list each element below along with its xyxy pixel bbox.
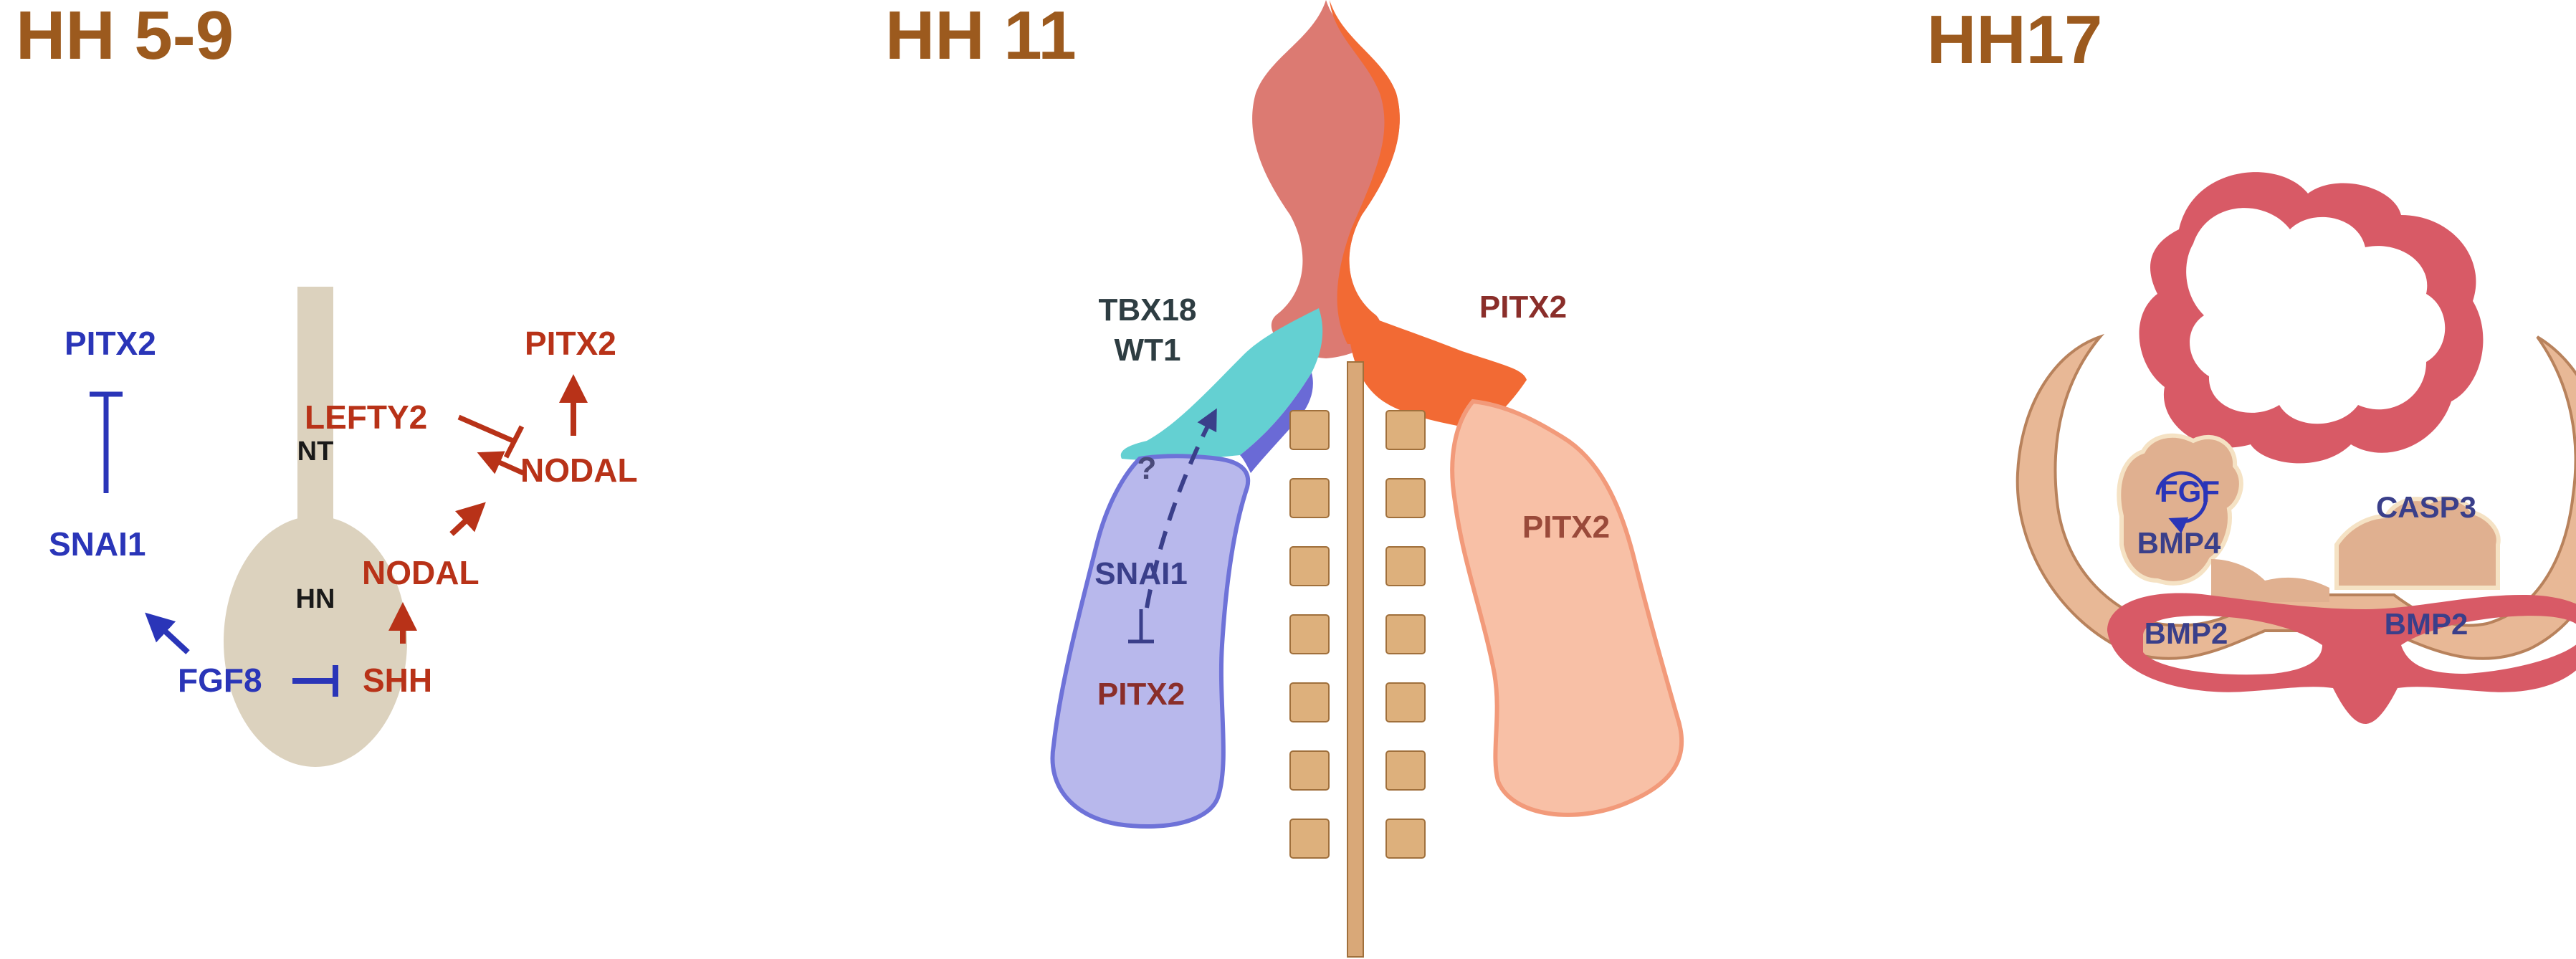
somite (1289, 410, 1330, 450)
fgf8-snai1-arrow (145, 612, 190, 654)
somite (1289, 546, 1330, 586)
body-wall (2016, 333, 2576, 660)
nodal-nodal-arrow (449, 502, 486, 536)
endoderm-ring (2107, 593, 2576, 724)
right-lateral-plate (1450, 399, 1684, 817)
bmp2-left-label: BMP2 (2145, 616, 2228, 650)
mesenchyme-bridge (2211, 559, 2329, 602)
somite-pairs (1289, 410, 1426, 859)
question-mark: ? (1137, 451, 1157, 486)
bmp4-label: BMP4 (2137, 526, 2221, 560)
tbx18-label: TBX18 (1099, 292, 1197, 328)
somite (1385, 819, 1426, 859)
somite (1289, 750, 1330, 791)
panel-hh5-9: HH 5-9 NT HN PITX2 SNAI1 FGF8 SHH NODAL … (16, 0, 638, 767)
casp3-label: CASP3 (2376, 490, 2476, 524)
pitx2-left-label-hh11: PITX2 (1097, 677, 1185, 712)
inhibition-bar (503, 425, 525, 459)
fgf-autoregulation-arrow (2155, 471, 2208, 534)
panel-title-hh5-9: HH 5-9 (16, 0, 234, 74)
fgf-label: FGF (2160, 474, 2220, 508)
hensens-node (224, 516, 407, 767)
panel-title-hh11: HH 11 (885, 0, 1077, 74)
panel-hh11: HH 11 (885, 0, 1684, 958)
wt1-label: WT1 (1115, 333, 1181, 368)
heart-lumen (2177, 189, 2451, 430)
snai1-label-hh11: SNAI1 (1094, 556, 1188, 591)
left-mesenchyme (2117, 433, 2243, 586)
pitx2-top-label: PITX2 (1479, 290, 1567, 325)
heart-right-edge (1330, 0, 1400, 344)
somite (1289, 478, 1330, 518)
hn-label: HN (296, 584, 335, 614)
snai1-label: SNAI1 (49, 525, 146, 563)
somite (1289, 614, 1330, 654)
lefty2-nodal-inhibition (457, 414, 516, 444)
heart-tube (1252, 0, 1400, 358)
somite (1385, 750, 1426, 791)
somite (1385, 546, 1426, 586)
nodal-right-label: NODAL (520, 452, 638, 489)
panel-hh17: HH17 FGF BMP4 CASP3 BMP2 BMP2 (1927, 1, 2576, 724)
right-mesenchyme (2334, 496, 2501, 590)
nodal-node-label: NODAL (362, 554, 480, 591)
bmp2-right-label: BMP2 (2385, 607, 2468, 641)
pitx2-right-label: PITX2 (525, 325, 616, 362)
somite (1289, 819, 1330, 859)
notochord (1347, 361, 1364, 958)
somite (1385, 478, 1426, 518)
shh-label: SHH (363, 662, 432, 699)
panel-title-hh17: HH17 (1927, 1, 2102, 78)
heart-ring (2139, 172, 2484, 464)
left-inflow (1120, 308, 1323, 461)
nt-label: NT (297, 436, 334, 467)
nodal-lefty2-arrow (477, 451, 525, 476)
right-inflow (1347, 308, 1527, 430)
fgf8-label: FGF8 (178, 662, 262, 699)
somite (1385, 410, 1426, 450)
somite (1289, 682, 1330, 722)
left-inflow-shadow (1240, 373, 1313, 473)
somite (1385, 682, 1426, 722)
lefty2-label: LEFTY2 (305, 399, 427, 436)
pitx2-right-label-hh11: PITX2 (1522, 510, 1610, 545)
pitx2-left-label: PITX2 (65, 325, 156, 362)
dashed-snai1-proepicardium-arrow (1145, 408, 1217, 609)
somite (1385, 614, 1426, 654)
